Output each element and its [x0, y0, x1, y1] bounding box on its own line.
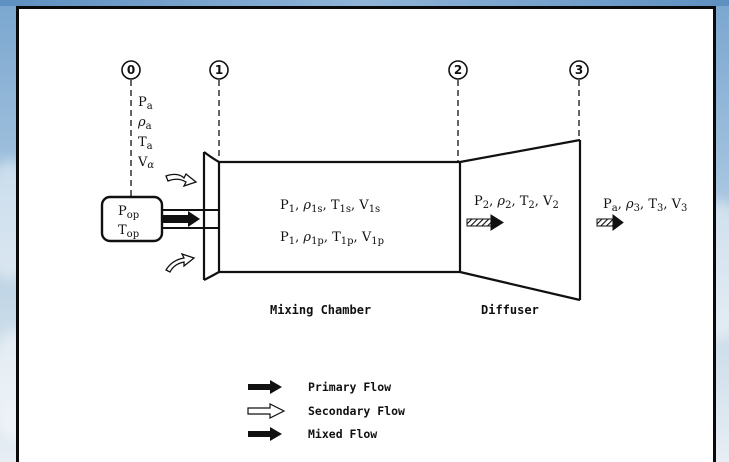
exit-state: Pa, ρ3, T3, V3	[603, 197, 687, 214]
ambient-conditions: Pa ρa Ta Vα	[137, 95, 154, 171]
mixed-flow-arrow-diffuser	[466, 214, 504, 231]
nozzle-temperature: Top	[118, 223, 139, 240]
mixing-chamber-label: Mixing Chamber	[270, 303, 371, 317]
ambient-pressure: Pa	[138, 95, 153, 112]
ambient-temperature: Ta	[138, 135, 153, 152]
station-3-label: 3	[575, 63, 583, 77]
top-strip	[0, 0, 729, 6]
station-1-marker	[209, 60, 229, 80]
diffuser-label: Diffuser	[481, 303, 539, 317]
inlet-bell-top	[203, 151, 220, 163]
nozzle-conditions: Pop Top	[118, 204, 139, 240]
secondary-flow-arrow-top	[165, 172, 198, 188]
nozzle-pressure: Pop	[118, 204, 139, 221]
station-0-marker	[121, 60, 141, 80]
primary-flow-arrow	[162, 211, 200, 227]
mixed-flow-arrow-exit	[596, 214, 624, 231]
diffuser-bottom-wall	[459, 270, 581, 302]
legend-secondary-arrow	[247, 403, 286, 419]
inlet-bell-bottom	[203, 271, 220, 281]
legend-mixed-arrow	[248, 427, 282, 441]
legend-mixed-label: Mixed Flow	[308, 427, 377, 441]
legend-secondary-label: Secondary Flow	[308, 404, 405, 418]
station-2-label: 2	[454, 63, 462, 77]
station-1-label: 1	[215, 63, 223, 77]
secondary-flow-arrow-bottom	[165, 252, 196, 273]
diffuser-inlet-state: P2, ρ2, T2, V2	[474, 194, 559, 211]
ambient-density: ρa	[137, 115, 152, 132]
mixing-secondary-state: P1, ρ1s, T1s, V1s	[280, 198, 380, 215]
station-0-label: 0	[127, 63, 135, 77]
station-3-marker	[569, 60, 589, 80]
ambient-velocity: Vα	[137, 155, 154, 171]
legend: Primary Flow Secondary Flow Mixed Flow	[247, 380, 405, 441]
station-2-marker	[448, 60, 468, 80]
mixing-primary-state: P1, ρ1p, T1p, V1p	[280, 230, 384, 247]
legend-primary-label: Primary Flow	[308, 380, 391, 394]
legend-primary-arrow	[248, 380, 282, 394]
diffuser-top-wall	[459, 138, 581, 164]
